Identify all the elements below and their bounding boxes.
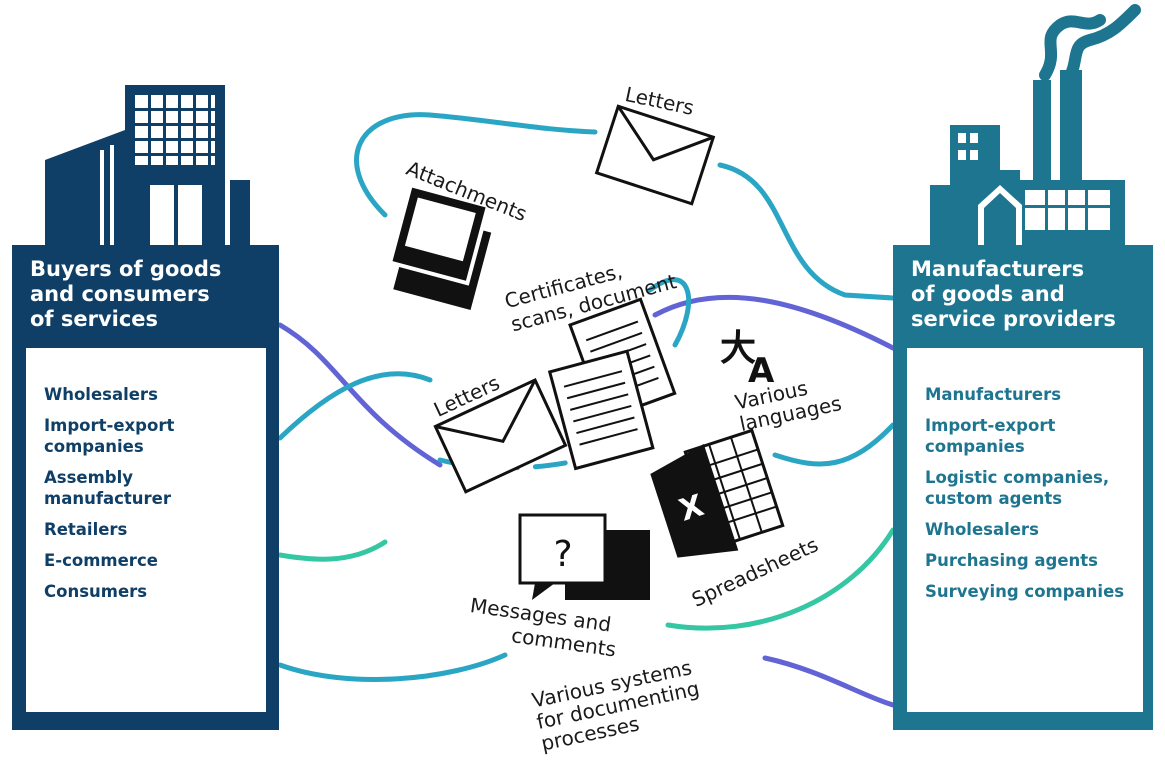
buyers-title-line: and consumers — [30, 282, 210, 306]
list-item: Surveying companies — [925, 582, 1125, 601]
spreadsheet-icon: X — [650, 428, 785, 558]
list-item: Wholesalers — [44, 385, 158, 404]
buyers-panel: Buyers of goods and consumers of service… — [12, 245, 279, 730]
manufacturers-title: Manufacturers of goods and service provi… — [911, 257, 1146, 332]
svg-text:大: 大 — [720, 328, 756, 369]
flow-line — [762, 655, 896, 708]
list-item: E-commerce — [44, 551, 158, 570]
list-item: Logistic companies, custom agents — [925, 468, 1110, 508]
svg-text:?: ? — [553, 534, 572, 575]
flow-line — [652, 294, 896, 351]
list-item: Consumers — [44, 582, 148, 601]
list-item: Purchasing agents — [925, 551, 1099, 570]
documents-icon — [547, 297, 677, 471]
list-item: Wholesalers — [925, 520, 1039, 539]
list-item: Retailers — [44, 520, 128, 539]
flow-line — [277, 652, 508, 682]
svg-text:A: A — [748, 351, 775, 391]
list-item: Assembly manufacturer — [44, 468, 172, 508]
list-item: Import-export companies — [925, 416, 1056, 456]
flow-line — [277, 371, 433, 441]
flow-line — [277, 539, 388, 562]
manufacturers-title-line: of goods and — [911, 282, 1065, 306]
photos-icon — [387, 182, 492, 310]
buyers-title: Buyers of goods and consumers of service… — [30, 257, 270, 332]
factory-icon — [930, 4, 1141, 245]
office-building-icon — [45, 85, 250, 245]
chat-question-icon: ? — [518, 513, 650, 600]
list-item: Manufacturers — [925, 385, 1062, 404]
manufacturers-title-line: service providers — [911, 307, 1116, 331]
flow-line — [665, 527, 896, 631]
flow-line — [277, 322, 443, 468]
buyers-title-line: of services — [30, 307, 159, 331]
buyers-title-line: Buyers of goods — [30, 257, 222, 281]
manufacturers-list: Manufacturers Import-export companies Lo… — [907, 348, 1143, 712]
manufacturers-panel: Manufacturers of goods and service provi… — [893, 245, 1153, 730]
flow-line — [647, 277, 692, 348]
flow-line — [717, 162, 896, 301]
envelope-icon — [433, 378, 568, 494]
flow-line — [354, 112, 598, 218]
envelope-icon — [594, 104, 716, 206]
translate-icon: 大 A — [720, 328, 775, 391]
manufacturers-title-line: Manufacturers — [911, 257, 1085, 281]
buyers-list: Wholesalers Import-export companies Asse… — [26, 348, 266, 712]
flow-lines — [277, 112, 896, 708]
flow-line — [772, 422, 896, 467]
list-item: Import-export companies — [44, 416, 175, 456]
